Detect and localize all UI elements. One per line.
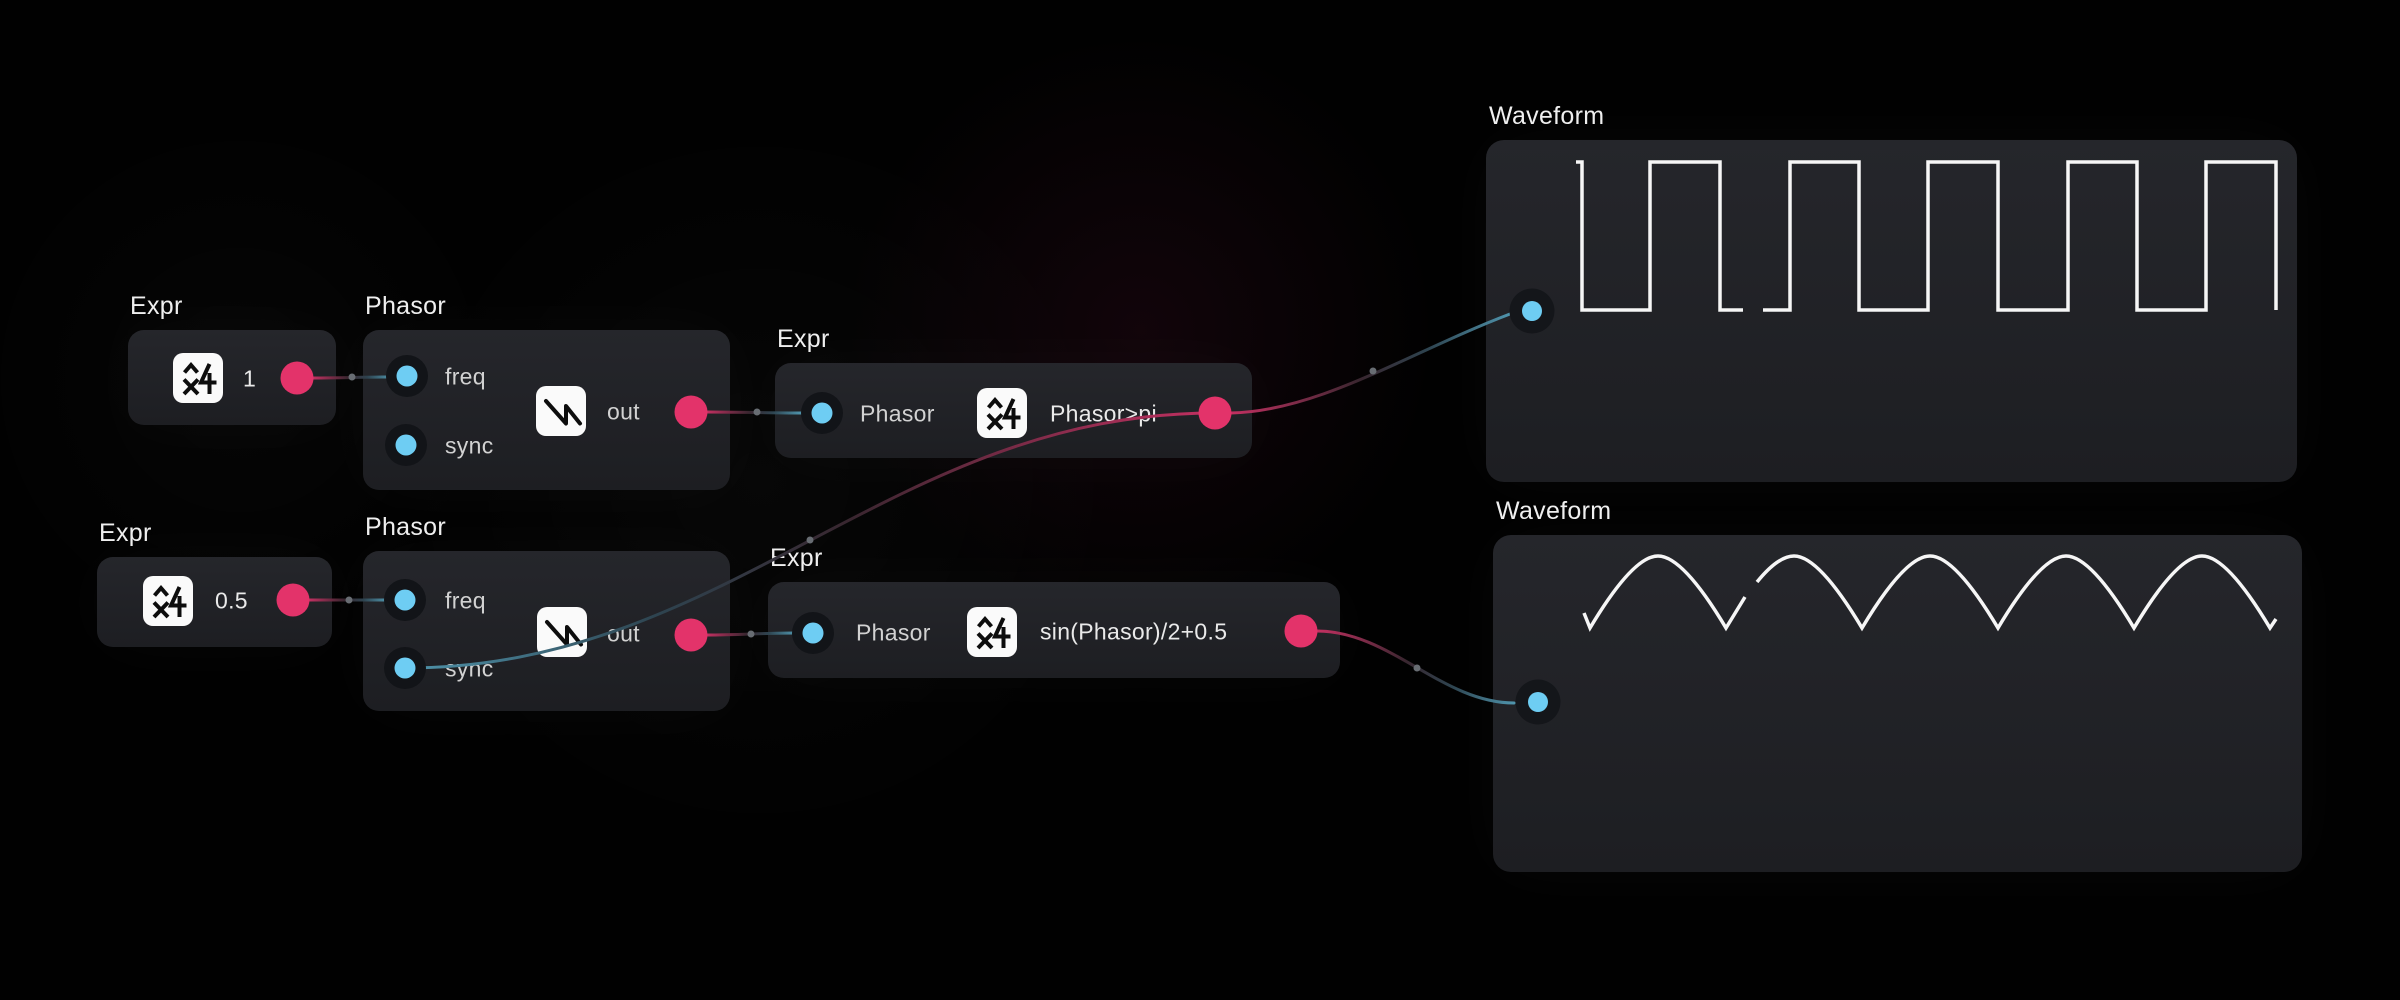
expr-node[interactable]: 0.5 [97, 557, 332, 647]
expr-expression[interactable]: sin(Phasor)/2+0.5 [1040, 618, 1228, 645]
input-label-freq: freq [445, 587, 486, 614]
waveform-panel[interactable] [1486, 140, 2297, 482]
output-label-out: out [607, 398, 640, 425]
input-label-sync: sync [445, 432, 494, 459]
node-title: Waveform [1496, 497, 1612, 525]
expr-value[interactable]: 0.5 [215, 587, 248, 614]
expr-expression[interactable]: Phasor>pi [1050, 400, 1157, 427]
waveform-panel[interactable] [1493, 535, 2302, 872]
wire-exprsin-to-waveform[interactable] [1315, 629, 1516, 705]
node-title: Expr [99, 519, 152, 547]
expr-node[interactable]: Phasor sin(Phasor)/2+0.5 [768, 582, 1340, 678]
expr-value[interactable]: 1 [243, 365, 257, 392]
input-label-phasor: Phasor [856, 619, 931, 646]
node-title: Expr [130, 292, 183, 320]
sawtooth-icon [536, 386, 586, 436]
expr-node[interactable]: Phasor Phasor>pi [775, 363, 1252, 458]
phasor-node[interactable]: freq sync out [363, 551, 730, 711]
node-title: Expr [770, 544, 823, 572]
phasor-node[interactable]: freq sync out [363, 330, 730, 490]
node-title: Phasor [365, 513, 447, 541]
sawtooth-icon [537, 607, 587, 657]
x-power-4-icon [143, 576, 193, 626]
x-power-4-icon [173, 353, 223, 403]
output-label-out: out [607, 620, 640, 647]
node-title: Expr [777, 325, 830, 353]
wire-exprpi-to-waveform[interactable] [1229, 312, 1512, 415]
node-title: Waveform [1489, 102, 1605, 130]
x-power-4-icon [967, 607, 1017, 657]
x-power-4-icon [977, 388, 1027, 438]
input-label-sync: sync [445, 655, 494, 682]
node-title: Phasor [365, 292, 447, 320]
expr-node[interactable]: 1 [128, 330, 336, 425]
input-label-phasor: Phasor [860, 400, 935, 427]
input-label-freq: freq [445, 363, 486, 390]
